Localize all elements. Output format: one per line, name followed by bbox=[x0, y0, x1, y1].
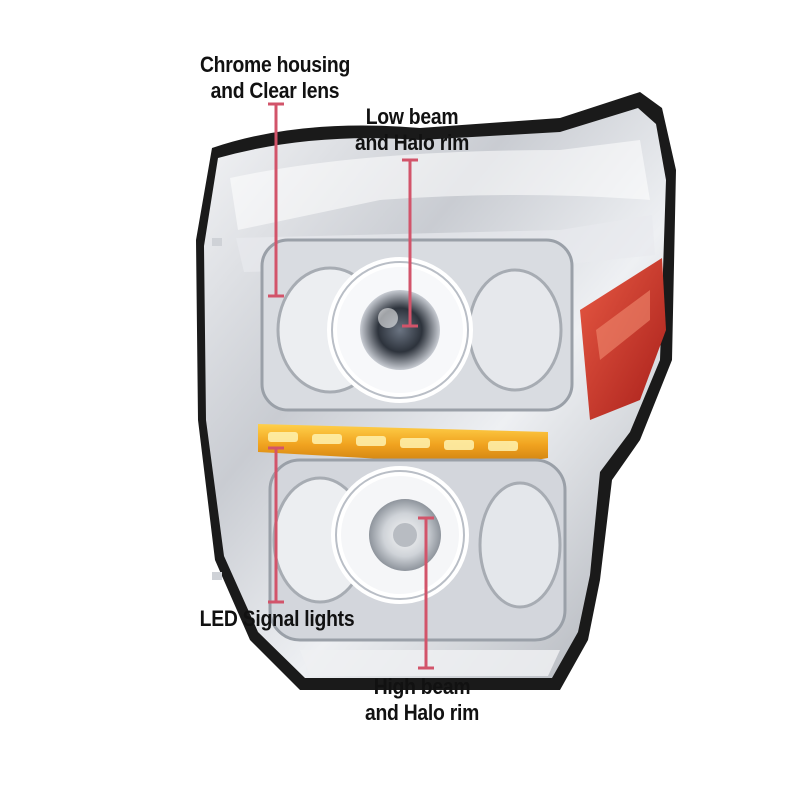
callout-lines bbox=[268, 102, 434, 670]
callout-low-beam: Low beam and Halo rim bbox=[333, 104, 491, 156]
callout-low-beam-line2: and Halo rim bbox=[354, 130, 470, 155]
callout-low-beam-line1: Low beam bbox=[365, 104, 459, 129]
callout-led-signal-line1: LED Signal lights bbox=[199, 606, 355, 631]
callout-chrome-housing: Chrome housing and Clear lens bbox=[183, 52, 368, 104]
callout-chrome-housing-line2: and Clear lens bbox=[210, 78, 340, 103]
callout-high-beam-line1: High beam bbox=[373, 674, 471, 699]
low-beam-projector-lens bbox=[360, 290, 440, 370]
callout-high-beam: High beam and Halo rim bbox=[343, 674, 501, 726]
callout-chrome-housing-line1: Chrome housing bbox=[199, 52, 351, 77]
callout-led-signal: LED Signal lights bbox=[193, 606, 360, 632]
callout-high-beam-line2: and Halo rim bbox=[364, 700, 480, 725]
